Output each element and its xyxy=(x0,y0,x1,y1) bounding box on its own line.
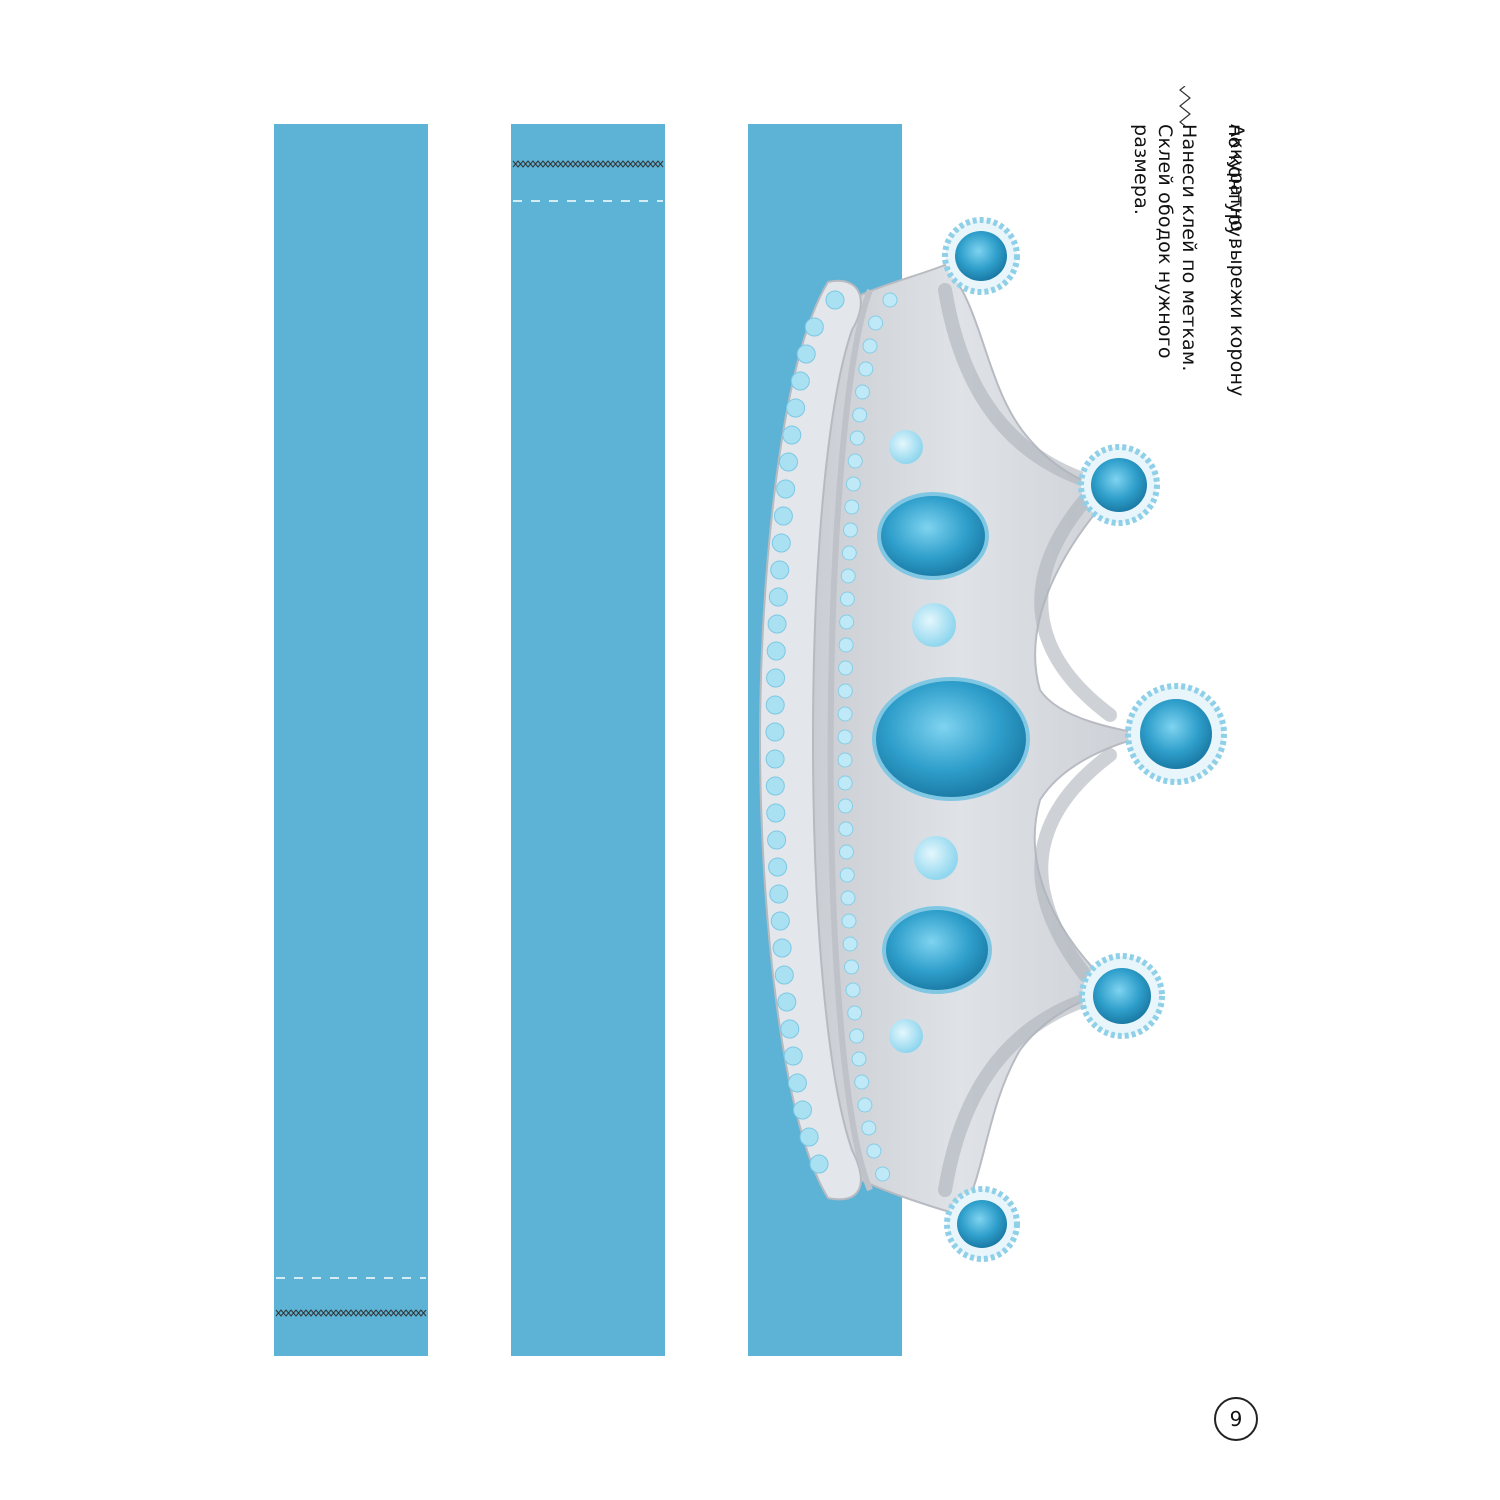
crown-bead xyxy=(771,533,791,553)
headband-strip-left xyxy=(274,124,428,1356)
crown-bead xyxy=(780,1019,800,1039)
large-gem-center xyxy=(872,677,1030,801)
crown-bead xyxy=(858,361,874,377)
crown-bead xyxy=(875,1166,891,1182)
prong-gem-1 xyxy=(942,217,1020,295)
crown-bead xyxy=(790,371,810,391)
large-gem-top xyxy=(877,492,989,580)
zigzag-glue-mark-icon xyxy=(275,1309,427,1317)
small-gem xyxy=(914,836,958,880)
crown-bead xyxy=(849,430,865,446)
crown-bead xyxy=(787,1073,807,1093)
crown-bead xyxy=(855,384,870,400)
page-number: 9 xyxy=(1214,1397,1258,1441)
crown-bead xyxy=(861,1120,877,1136)
dashed-cut-line-icon xyxy=(513,200,663,202)
crown-bead xyxy=(843,522,858,538)
crown-bead xyxy=(765,722,785,742)
crown-bead xyxy=(767,614,787,634)
crown-bead xyxy=(882,292,898,308)
crown-bead xyxy=(786,398,806,418)
crown-bead xyxy=(767,830,787,850)
crown-bead xyxy=(825,290,845,310)
crown-bead xyxy=(847,1005,863,1021)
crown-bead xyxy=(845,476,861,492)
crown-bead xyxy=(847,453,863,469)
headband-strip-middle xyxy=(511,124,665,1356)
crown-bead xyxy=(769,884,789,904)
crown-bead xyxy=(845,982,861,998)
crown-bead xyxy=(840,568,856,584)
crown-bead xyxy=(793,1100,812,1120)
zigzag-glue-mark-icon xyxy=(1179,86,1191,126)
crown-bead xyxy=(770,911,790,931)
crown-bead xyxy=(809,1154,829,1174)
crown-bead xyxy=(773,506,793,526)
small-gem xyxy=(889,1019,923,1053)
instruction-line-4: Склей ободок нужного xyxy=(1154,124,1176,359)
small-gem xyxy=(889,430,923,464)
crown-bead xyxy=(766,803,786,823)
crown-bead xyxy=(838,821,854,837)
instruction-line-2: по контуру. xyxy=(1224,124,1246,244)
zigzag-glue-mark-icon xyxy=(512,160,664,168)
crown-bead xyxy=(777,992,797,1012)
crown-bead xyxy=(837,683,853,699)
crown-bead xyxy=(837,752,853,768)
crown-bead xyxy=(839,614,855,630)
dashed-cut-line-icon xyxy=(276,1277,426,1279)
instruction-line-3: Нанеси клей по меткам. xyxy=(1178,124,1200,372)
crown-bead xyxy=(844,499,860,515)
crown-bead xyxy=(840,890,856,906)
crown-bead xyxy=(839,591,855,607)
crown-bead xyxy=(766,641,786,661)
crown-bead xyxy=(854,1074,870,1090)
crown-bead xyxy=(770,560,790,580)
instruction-line-5: размера. xyxy=(1130,124,1152,216)
crown-bead xyxy=(839,867,855,883)
crown-bead xyxy=(841,913,857,929)
crown-bead xyxy=(862,338,878,354)
crown-bead xyxy=(838,637,854,653)
prong-gem-2 xyxy=(1078,444,1160,526)
crown-bead xyxy=(796,344,816,364)
crown-bead xyxy=(838,660,854,676)
crown-bead xyxy=(849,1028,865,1044)
prong-gem-5 xyxy=(944,1186,1020,1262)
crown-bead xyxy=(772,938,792,958)
crown-bead xyxy=(782,425,802,445)
crown-bead xyxy=(866,1143,882,1159)
crown-bead xyxy=(768,587,788,607)
crown-bead xyxy=(857,1097,873,1113)
crown-bead xyxy=(779,452,798,472)
prong-gem-3 xyxy=(1125,683,1227,785)
crown-bead xyxy=(765,776,785,796)
crown-bead xyxy=(851,1051,867,1067)
crown-bead xyxy=(799,1127,819,1147)
crown-bead xyxy=(852,407,868,423)
instructions-block: Аккуратно вырежи корону по контуру. Нане… xyxy=(1058,86,1248,397)
crown-bead xyxy=(837,729,853,745)
prong-gem-4 xyxy=(1079,953,1165,1039)
large-gem-bottom xyxy=(882,906,992,994)
small-gem xyxy=(912,603,956,647)
crown-bead xyxy=(838,798,853,814)
crown-bead xyxy=(842,936,858,952)
crown-bead xyxy=(868,315,884,331)
crown-bead xyxy=(844,959,859,975)
crown-bead xyxy=(766,668,786,688)
crown-bead xyxy=(783,1046,803,1066)
crown-bead xyxy=(768,857,788,877)
crown-bead xyxy=(765,695,785,715)
crown-bead xyxy=(837,706,853,722)
crown-bead xyxy=(774,965,794,985)
crown-bead xyxy=(765,749,785,769)
crown-bead xyxy=(841,545,857,561)
crown-bead xyxy=(776,479,796,499)
crown-bead xyxy=(804,317,824,337)
crown-bead xyxy=(839,844,854,860)
crown-bead xyxy=(837,775,853,791)
